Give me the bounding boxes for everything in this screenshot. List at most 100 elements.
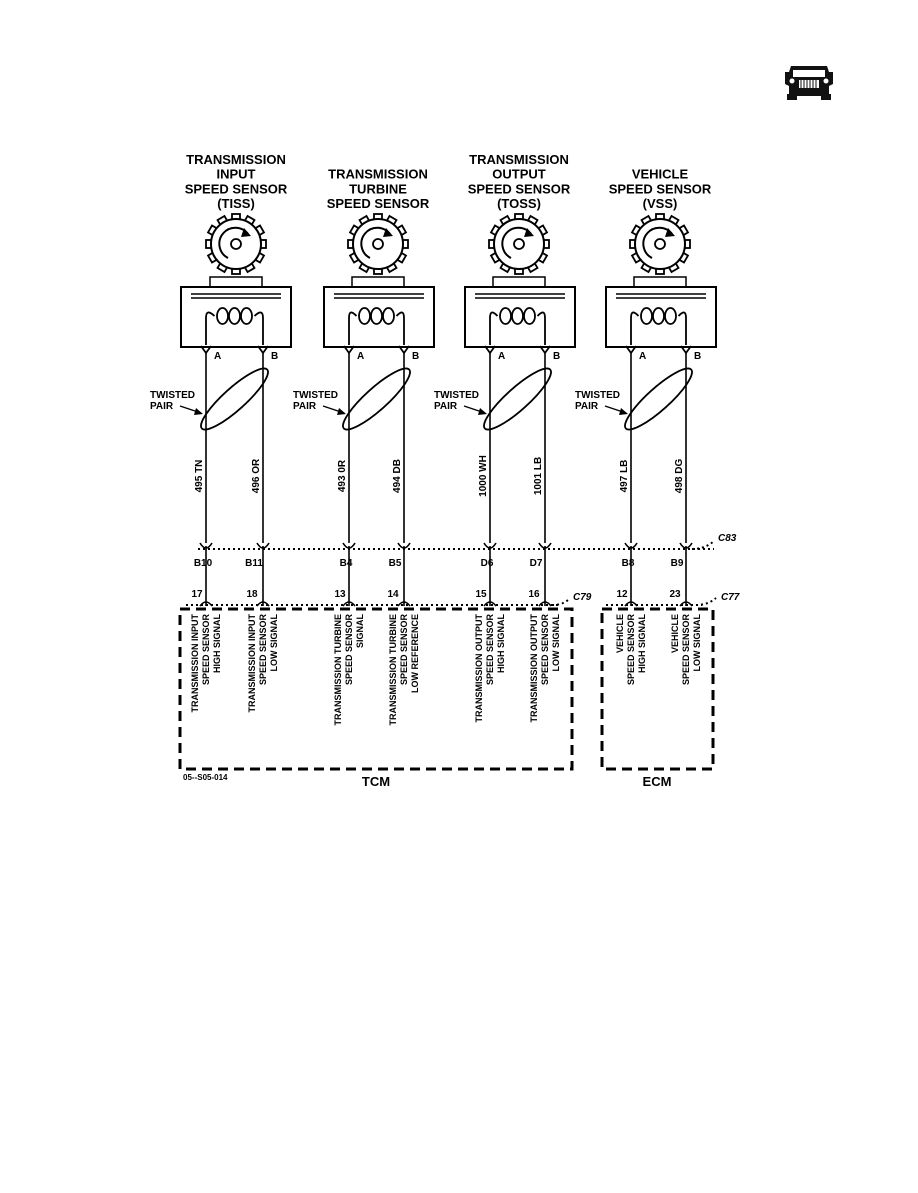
twisted-pair-icon [200, 367, 269, 431]
wire-circuit-label: 497 LB [619, 460, 630, 493]
sensor-pin-label: B [694, 351, 701, 362]
coil-icon [630, 307, 687, 345]
sensor-pin-label: A [639, 351, 646, 362]
tcm-module-box [178, 607, 574, 771]
pin-function-line: LOW SIGNAL [269, 614, 279, 672]
tone-wheel-icon [488, 213, 550, 275]
twisted-pair-icon [624, 367, 693, 431]
c79-label: C79 [573, 592, 592, 603]
sensor-title-line: TRANSMISSION [469, 152, 569, 167]
sensor-title-line: OUTPUT [492, 167, 546, 182]
module-pin-number: 17 [191, 589, 203, 600]
tone-wheel-icon [205, 213, 267, 275]
sensor-title-line: SPEED SENSOR [327, 196, 430, 211]
pin-function-line: TRANSMISSION OUTPUT [474, 614, 484, 723]
wire-circuit-label: 498 DG [674, 459, 685, 494]
c83-pin-label: D6 [481, 558, 494, 569]
c83-pin-label: B11 [245, 558, 263, 569]
twisted-pair-label: PAIR [150, 401, 174, 412]
pin-function-line: SPEED SENSOR [540, 614, 550, 686]
sensor-title-line: SPEED SENSOR [609, 181, 712, 196]
sensor-body [323, 286, 435, 348]
sensor-title-line: INPUT [217, 167, 256, 182]
twisted-pair-label: PAIR [575, 401, 599, 412]
c77-label: C77 [721, 592, 740, 603]
wire-circuit-label: 1000 WH [478, 455, 489, 497]
wire-circuit-label: 494 DB [392, 459, 403, 493]
pin-function-line: SPEED SENSOR [485, 614, 495, 686]
figure-id: 05--S05-014 [183, 773, 228, 782]
module-pin-number: 14 [387, 589, 399, 600]
pin-function-line: SPEED SENSOR [344, 614, 354, 686]
sensor-pin-label: A [498, 351, 505, 362]
twisted-pair-icon [483, 367, 552, 431]
sensor-title-line: TRANSMISSION [328, 167, 428, 182]
twisted-pair-label: PAIR [293, 401, 317, 412]
module-pin-number: 12 [616, 589, 628, 600]
sensor-body [180, 286, 292, 348]
sensor-title-line: (VSS) [643, 196, 678, 211]
c83-pin-label: B10 [194, 558, 213, 569]
pin-function-line: SPEED SENSOR [399, 614, 409, 686]
module-pin-number: 23 [669, 589, 681, 600]
c83-pin-label: B5 [389, 558, 402, 569]
c83-pin-label: B4 [340, 558, 353, 569]
pin-function-line: SPEED SENSOR [681, 614, 691, 686]
pin-function-line: LOW SIGNAL [692, 614, 702, 672]
pin-function-line: HIGH SIGNAL [637, 614, 647, 674]
pin-function-line: SPEED SENSOR [201, 614, 211, 686]
sensor-pin-label: A [214, 351, 221, 362]
twisted-pair-label: TWISTED [293, 390, 338, 401]
module-pin-number: 15 [475, 589, 487, 600]
sensor-body [464, 286, 576, 348]
pin-function-line: VEHICLE [615, 614, 625, 653]
sensor-title-line: (TISS) [217, 196, 255, 211]
sensor-pin-label: B [553, 351, 560, 362]
c83-pin-label: B9 [671, 558, 684, 569]
ecm-module-box [600, 607, 715, 771]
sensor-pin-label: A [357, 351, 364, 362]
sensor-title-line: SPEED SENSOR [185, 181, 288, 196]
tone-wheel-icon [629, 213, 691, 275]
sensor-title-line: SPEED SENSOR [468, 181, 571, 196]
coil-icon [205, 307, 264, 345]
module-pin-number: 13 [334, 589, 346, 600]
coil-icon [489, 307, 546, 345]
ecm-label: ECM [643, 774, 672, 789]
pin-function-line: HIGH SIGNAL [496, 614, 506, 674]
pin-function-line: TRANSMISSION INPUT [190, 614, 200, 713]
c83-pin-label: B8 [622, 558, 635, 569]
sensor-pin-label: B [412, 351, 419, 362]
c83-pin-label: D7 [530, 558, 543, 569]
sensor-title-line: (TOSS) [497, 196, 541, 211]
sensor-title-line: TRANSMISSION [186, 152, 286, 167]
wire-circuit-label: 1001 LB [533, 457, 544, 495]
wire-circuit-label: 496 OR [251, 458, 262, 493]
module-pin-number: 16 [528, 589, 540, 600]
pin-function-line: SPEED SENSOR [258, 614, 268, 686]
module-pin-number: 18 [246, 589, 258, 600]
twisted-pair-label: TWISTED [434, 390, 479, 401]
sensor-title-line: TURBINE [349, 181, 407, 196]
wire-circuit-label: 493 0R [337, 459, 348, 492]
wire-circuit-label: 495 TN [194, 460, 205, 493]
pin-function-line: SPEED SENSOR [626, 614, 636, 686]
pin-function-line: LOW SIGNAL [551, 614, 561, 672]
humvee-icon [785, 66, 833, 100]
pin-function-line: HIGH SIGNAL [212, 614, 222, 674]
sensor-title-line: VEHICLE [632, 167, 689, 182]
